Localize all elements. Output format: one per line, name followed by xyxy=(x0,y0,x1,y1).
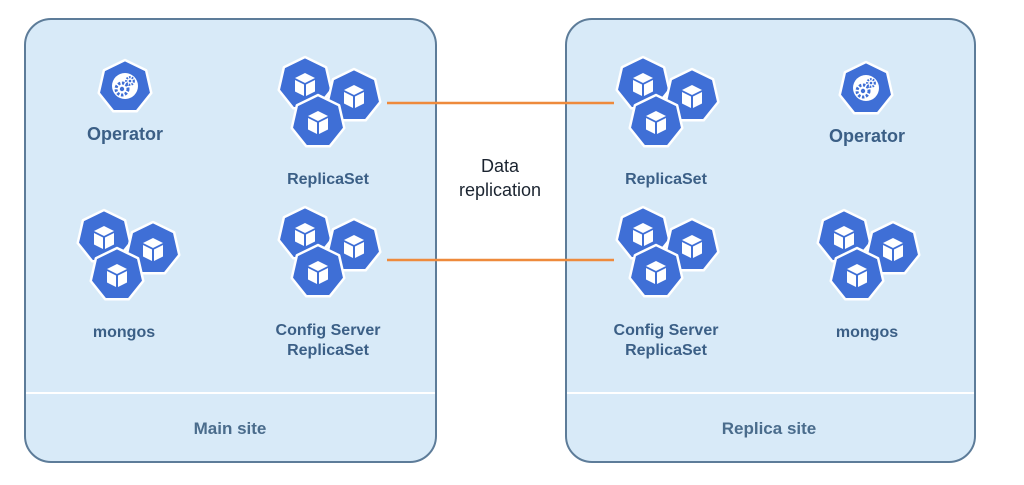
main-config-server-label-line2: ReplicaSet xyxy=(287,342,369,359)
main-replicaset-label: ReplicaSet xyxy=(287,171,369,188)
data-replication-label-line1: Data xyxy=(481,156,520,176)
main-operator-label: Operator xyxy=(87,124,163,144)
main-config-server-label-line1: Config Server xyxy=(276,322,381,339)
main-operator-icon xyxy=(97,58,153,113)
replica-config-server-label-line1: Config Server xyxy=(614,322,719,339)
main-mongos-label: mongos xyxy=(93,324,155,341)
replica-mongos-label: mongos xyxy=(836,324,898,341)
replica-operator-label: Operator xyxy=(829,126,905,146)
main-site-label: Main site xyxy=(194,419,267,438)
replica-site-panel: Replica site ReplicaSet Operator Config … xyxy=(565,18,976,463)
data-replication-label-line2: replication xyxy=(459,180,541,200)
replica-operator-icon xyxy=(838,60,894,115)
main-site-panel: Main site Operator ReplicaSet mongos Con… xyxy=(24,18,437,463)
replica-replicaset-label: ReplicaSet xyxy=(625,171,707,188)
replica-site-label: Replica site xyxy=(722,419,817,438)
replica-config-server-label-line2: ReplicaSet xyxy=(625,342,707,359)
